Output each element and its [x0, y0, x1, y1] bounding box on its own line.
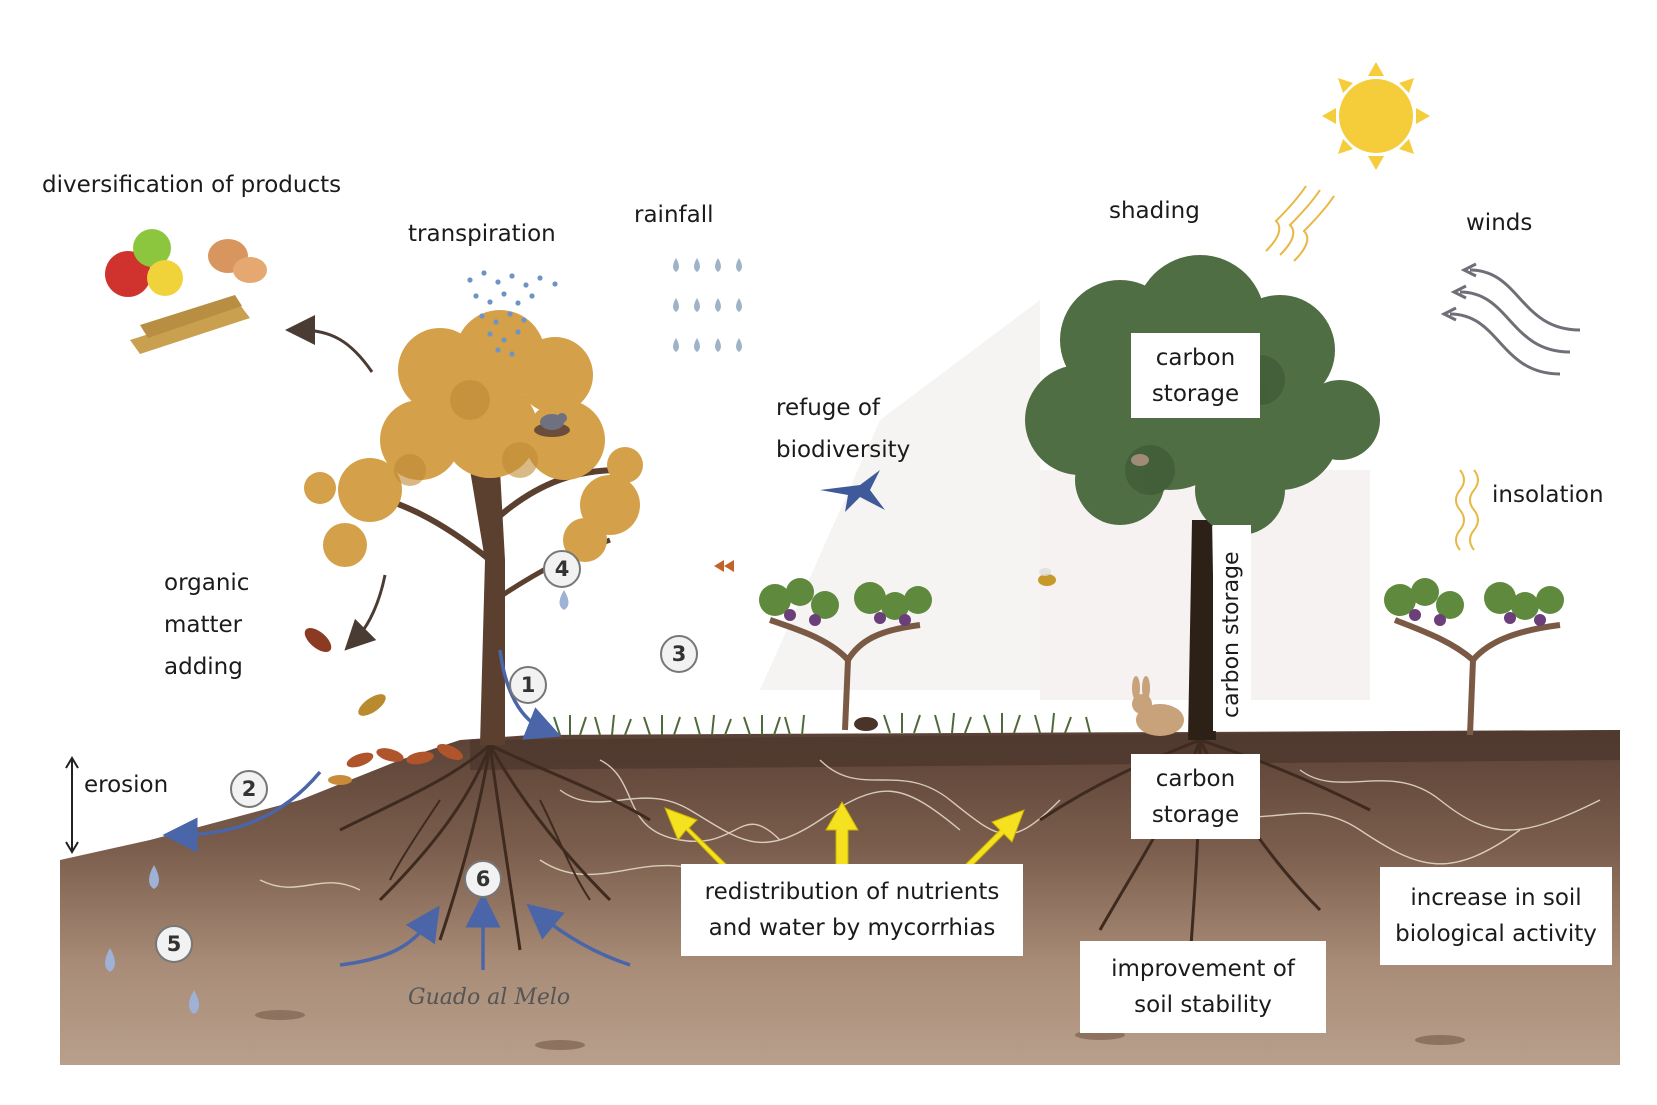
label-shading: shading: [1109, 198, 1200, 224]
transpiration-vapor: [467, 270, 558, 357]
marker-5: 5: [155, 925, 193, 963]
erosion-bracket: [65, 756, 79, 854]
hedgehog-icon: [854, 717, 878, 731]
autumn-tree: [304, 310, 643, 745]
box-soil-stability: improvement of soil stability: [1080, 941, 1326, 1033]
bee-icon: [1038, 568, 1056, 586]
insolation-icon: [1455, 469, 1479, 551]
label-winds: winds: [1466, 210, 1533, 236]
planks-icon: [130, 295, 250, 354]
label-rainfall: rainfall: [634, 202, 714, 228]
bird-icon: [534, 413, 570, 437]
box-carbon-storage-roots: carbon storage: [1131, 754, 1260, 839]
label-insolation: insolation: [1492, 482, 1604, 508]
water-drop-icon: [105, 590, 569, 1014]
box-carbon-storage-canopy: carbon storage: [1131, 333, 1260, 418]
nutrient-arrows: [664, 800, 1025, 875]
grass: [553, 712, 1091, 736]
marker-2: 2: [230, 770, 268, 808]
box-carbon-storage-trunk: [1213, 525, 1251, 731]
label-organic-1: organic: [164, 570, 250, 596]
water-flow-arrows: [162, 649, 631, 971]
grapevine-icon: [759, 578, 932, 731]
grapevine-icon: [1384, 578, 1564, 736]
label-organic-3: adding: [164, 654, 243, 680]
marker-1: 1: [509, 666, 547, 704]
label-carbon-storage-trunk: carbon storage: [1219, 551, 1244, 718]
products-arrow: [285, 315, 374, 373]
signature: Guado al Melo: [408, 985, 571, 1010]
organic-matter-arrow: [344, 574, 387, 651]
label-erosion: erosion: [84, 772, 169, 798]
sunray-icon: [1265, 185, 1335, 262]
wind-icon: [1440, 262, 1581, 376]
box-soil-activity: increase in soil biological activity: [1380, 867, 1612, 965]
marker-6: 6: [464, 860, 502, 898]
label-refuge-2: biodiversity: [776, 437, 911, 463]
rain-drops: [673, 258, 742, 352]
label-refuge-1: refuge of: [776, 395, 881, 421]
label-transpiration: transpiration: [408, 221, 556, 247]
marker-4: 4: [543, 550, 581, 588]
rabbit-icon: [1132, 676, 1184, 736]
leaf-litter: [304, 628, 463, 785]
left-tree-roots: [339, 743, 651, 951]
label-diversification: diversification of products: [42, 172, 342, 198]
sun-icon: [1322, 62, 1430, 170]
potatoes-icon: [208, 239, 267, 283]
label-organic-2: matter: [164, 612, 243, 638]
butterfly-icon: [714, 560, 734, 572]
swallow-icon: [820, 470, 885, 512]
marker-3: 3: [660, 635, 698, 673]
apples-icon: [105, 229, 183, 297]
box-mycorrhias: redistribution of nutrients and water by…: [681, 864, 1023, 956]
